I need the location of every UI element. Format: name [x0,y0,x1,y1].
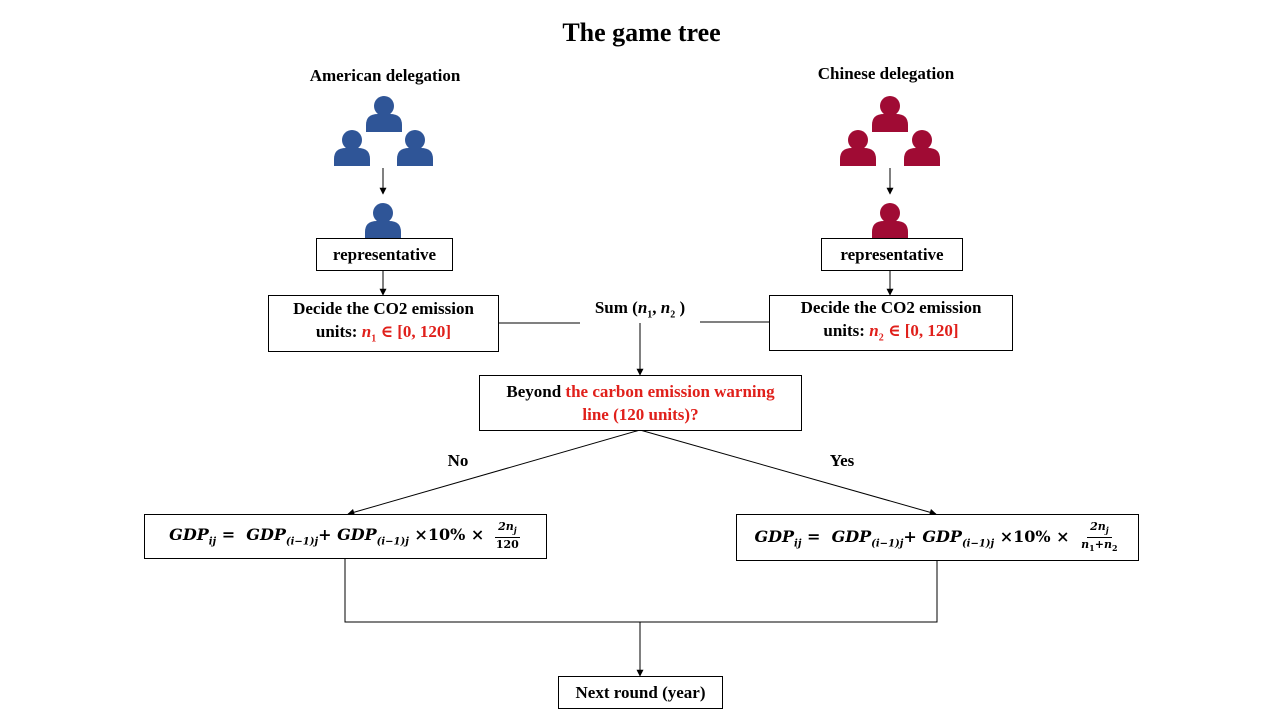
american-representative-label: representative [332,245,437,264]
fl-fraction: 2nj 120 [493,520,522,551]
chinese-decide-box: Decide the CO2 emission units: n2 ∈ [0, … [769,295,1013,351]
yes-branch-arrow [639,429,937,516]
merge-connector [344,558,938,623]
american-decide-line1: Decide the CO2 emission [293,298,474,318]
chinese-delegation-icon [840,96,940,166]
fl-lhs-sub: ij [208,536,217,548]
fr-t1: GDP [831,527,872,546]
fr-num: 2n [1090,519,1106,533]
chinese-range: ∈ [0, 120] [883,321,959,341]
fl-num: 2n [498,519,514,533]
fr-den-b: n [1103,538,1112,551]
chinese-delegation-label: Chinese delegation [817,64,955,83]
fl-t2-sub: (i−1)j [376,536,409,548]
fr-t2: GDP [922,527,962,546]
chinese-var-sub: 2 [878,332,884,344]
sum-var-a: n [637,298,648,317]
fr-t1-sub: (i−1)j [871,538,904,550]
fl-den: 120 [495,538,519,552]
fl-plus: + [318,524,338,544]
fl-eq: = [216,524,247,544]
fr-num-sub: j [1105,525,1109,535]
chinese-representative-icon [872,203,908,239]
sum-label: Sum (n1, n2 ) [570,298,710,321]
fl-num-sub: j [513,525,517,536]
chinese-representative-box: representative [821,238,963,271]
decision-box: Beyond the carbon emission warning line … [479,375,802,431]
fr-t2-sub: (i−1)j [961,538,995,550]
fl-t2: GDP [337,524,377,544]
sum-sep: , [652,298,661,317]
fl-lhs: GDP [169,524,209,544]
fr-times: ×10% × [994,527,1076,546]
no-branch-arrow [347,429,641,516]
chinese-var: n [869,321,879,341]
fr-lhs: GDP [754,527,795,546]
fl-t1-sub: (i−1)j [285,536,319,548]
next-round-label: Next round (year) [575,683,706,702]
fr-den-plus: + [1094,538,1104,551]
american-delegation-icon [334,96,433,166]
decision-black-text: Beyond [506,382,566,401]
yes-branch-label: Yes [829,451,855,470]
fr-den-a-sub: 1 [1089,543,1095,554]
fr-lhs-sub: ij [794,538,802,550]
sum-var-b-sub: 2 [670,309,676,321]
chinese-decide-line1: Decide the CO2 emission [800,298,982,318]
page-title: The game tree [562,18,721,47]
fl-times: ×10% × [408,524,490,544]
american-representative-icon [365,203,401,239]
american-decide-box: Decide the CO2 emission units: n1 ∈ [0, … [268,295,499,352]
no-branch-label: No [447,451,469,470]
american-delegation-label: American delegation [309,66,461,85]
decision-red-line2: line (120 units)? [582,405,699,424]
sum-var-a-sub: 1 [647,309,653,321]
fr-eq: = [801,527,832,546]
sum-var-b: n [660,298,671,317]
american-decide-prefix: units: [315,321,362,341]
fr-plus: + [903,527,923,546]
american-representative-box: representative [316,238,453,271]
chinese-decide-prefix: units: [823,321,870,341]
sum-suffix: ) [675,298,686,317]
american-var-sub: 1 [371,333,377,345]
fr-den-b-sub: 2 [1111,543,1118,554]
next-round-box: Next round (year) [558,676,723,709]
american-var: n [361,321,372,341]
fr-den-a: n [1081,538,1090,551]
chinese-representative-label: representative [840,245,944,264]
decision-red-line1: the carbon emission warning [565,382,775,401]
american-range: ∈ [0, 120] [376,321,452,341]
fl-t1: GDP [246,524,286,544]
sum-prefix: Sum ( [594,298,638,317]
